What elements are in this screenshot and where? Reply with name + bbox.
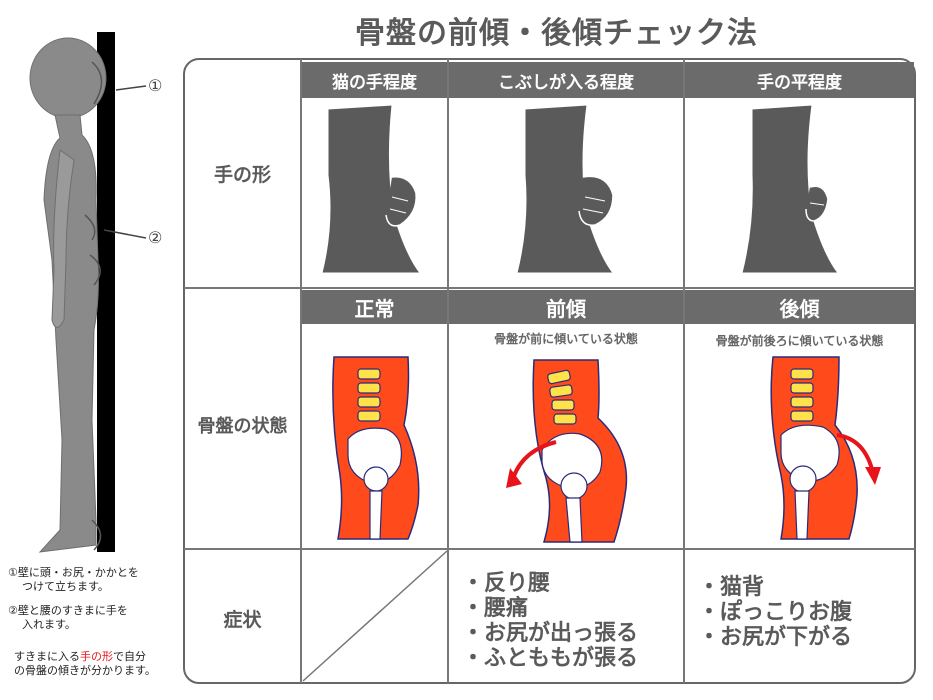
table-divider xyxy=(184,287,915,289)
table-divider xyxy=(184,548,915,550)
note-step2-line1: ②壁と腰のすきまに手を xyxy=(8,604,128,617)
marker2-line xyxy=(103,229,147,239)
symptom-anterior-back-pain: ・腰痛 xyxy=(462,596,529,621)
table-divider xyxy=(300,59,302,683)
col-header-palm: 手の平程度 xyxy=(685,62,914,98)
figure-arm xyxy=(51,149,75,328)
hand-image-palm xyxy=(741,104,840,274)
note-step2-line2: 入れます。 xyxy=(22,618,76,631)
note-summary-line2: の骨盤の傾きが分かります。 xyxy=(14,664,156,677)
figure-head xyxy=(29,37,107,119)
symptom-anterior-sway-back: ・反り腰 xyxy=(462,571,551,596)
normal-symptom-diagonal xyxy=(302,550,448,682)
col-header-posterior: 後傾 xyxy=(685,290,914,324)
note-summary-pre: すきまに入る xyxy=(14,650,80,663)
pelvis-diagram-normal xyxy=(332,356,420,540)
col-header-anterior: 前傾 xyxy=(449,290,683,324)
symptom-anterior-thighs-tense: ・ふとももが張る xyxy=(462,646,639,671)
symptom-posterior-buttocks-sag: ・お尻が下がる xyxy=(698,625,853,650)
row-label-hand-shape: 手の形 xyxy=(213,164,271,186)
note-step1: ①壁に頭・お尻・かかとを つけて立ちます。 xyxy=(8,566,139,594)
anterior-tilt-arrow-icon xyxy=(512,440,557,477)
col-header-fist: こぶしが入る程度 xyxy=(449,62,683,98)
col-header-normal: 正常 xyxy=(302,290,447,324)
symptom-posterior-hunchback: ・猫背 xyxy=(698,575,765,600)
caption-anterior: 骨盤が前に傾いている状態 xyxy=(494,332,638,346)
symptom-posterior-belly: ・ぽっこりお腹 xyxy=(698,600,853,625)
wall xyxy=(97,32,115,552)
pelvis-diagram-posterior xyxy=(770,356,881,540)
note-summary-highlight: 手の形 xyxy=(80,650,113,663)
symptom-anterior-buttocks-protrude: ・お尻が出っ張る xyxy=(462,621,639,646)
pelvis-diagram-anterior xyxy=(506,359,628,543)
table-divider xyxy=(683,59,685,683)
table-divider xyxy=(447,59,449,683)
check-table xyxy=(183,58,916,684)
hand-image-cat-hand xyxy=(321,104,422,274)
marker1-label: ① xyxy=(148,76,163,95)
hand-image-fist xyxy=(516,104,615,274)
row-label-pelvis-state: 骨盤の状態 xyxy=(197,416,288,437)
row-label-symptoms: 症状 xyxy=(223,609,262,631)
note-summary: すきまに入る手の形で自分 の骨盤の傾きが分かります。 xyxy=(14,650,156,678)
page-title: 骨盤の前傾・後傾チェック法 xyxy=(355,16,758,51)
marker2-label: ② xyxy=(148,228,163,247)
note-step1-line1: ①壁に頭・お尻・かかとを xyxy=(8,566,139,579)
note-step2: ②壁と腰のすきまに手を 入れます。 xyxy=(8,604,128,632)
col-header-cat-hand: 猫の手程度 xyxy=(302,62,447,98)
note-step1-line2: つけて立ちます。 xyxy=(22,580,109,593)
marker1-line xyxy=(115,85,147,91)
standing-figure xyxy=(29,32,147,553)
note-summary-post: で自分 xyxy=(113,650,146,663)
caption-posterior: 骨盤が前後ろに傾いている状態 xyxy=(715,334,884,348)
